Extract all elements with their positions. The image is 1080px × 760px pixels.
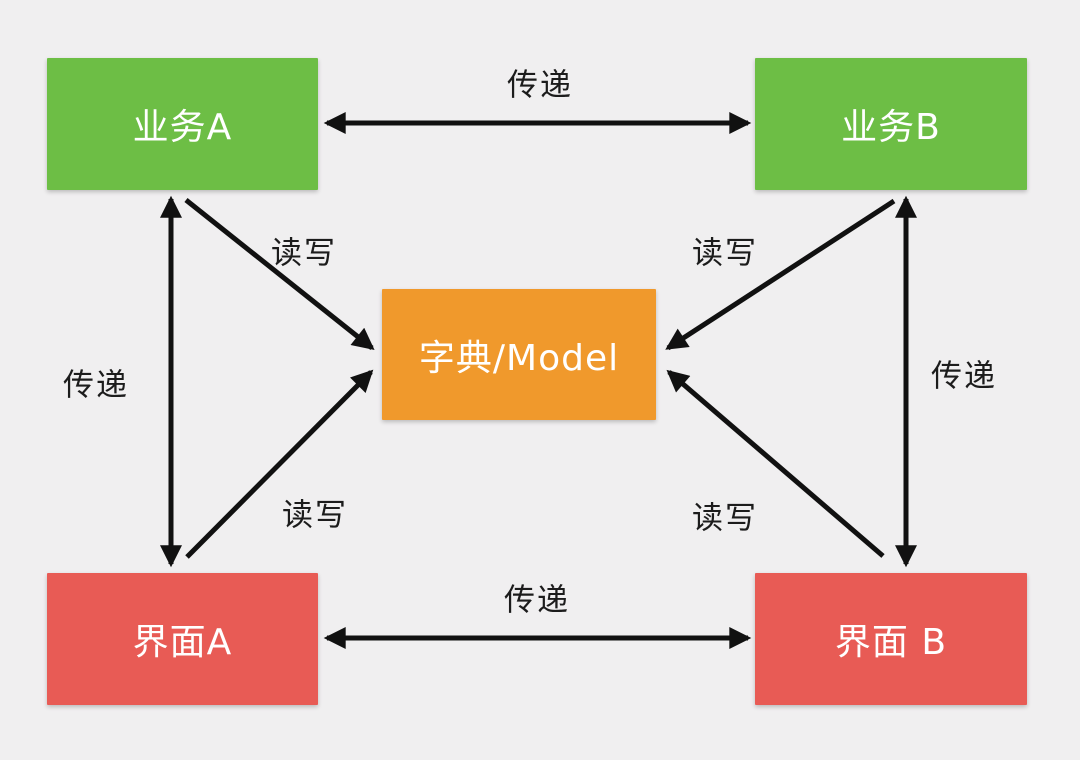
edge-ui-b-model <box>666 369 885 558</box>
node-model-label: 字典/Model <box>418 337 620 379</box>
node-business-a: 业务A <box>47 58 318 190</box>
edge-business-b-model <box>665 198 896 351</box>
edge-label-ui-b-readwrite: 读写 <box>692 500 758 537</box>
edge-business-a-model <box>184 198 375 351</box>
edge-ui-a-model <box>185 369 374 559</box>
edge-label-left-transfer: 传递 <box>63 367 129 404</box>
node-business-a-label: 业务A <box>132 107 233 148</box>
edge-label-ui-a-readwrite: 读写 <box>282 497 348 534</box>
node-ui-a-label: 界面A <box>132 622 233 663</box>
edge-label-bottom-transfer: 传递 <box>504 582 570 619</box>
node-model: 字典/Model <box>382 289 656 420</box>
node-ui-b: 界面 B <box>755 573 1027 705</box>
node-business-b: 业务B <box>755 58 1027 190</box>
node-business-b-label: 业务B <box>841 107 941 148</box>
node-ui-a: 界面A <box>47 573 318 705</box>
node-ui-b-label: 界面 B <box>834 622 948 663</box>
edge-label-right-transfer: 传递 <box>931 358 997 395</box>
edge-label-business-b-readwrite: 读写 <box>692 235 758 272</box>
edge-label-top-transfer: 传递 <box>507 67 573 104</box>
edge-label-business-a-readwrite: 读写 <box>271 235 337 272</box>
